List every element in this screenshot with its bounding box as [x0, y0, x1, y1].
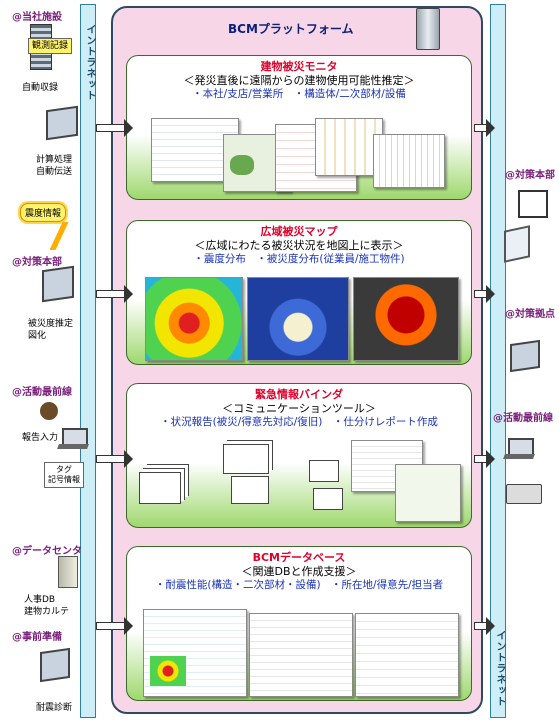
monitor-screenshot — [373, 134, 445, 188]
panel-items: ・状況報告(被災/得意先対応/復旧) ・仕分けレポート作成 — [160, 416, 438, 428]
caption-damage-estimate: 被災度推定 図化 — [28, 319, 74, 341]
person-icon — [40, 402, 58, 420]
presentation-icon — [518, 190, 548, 218]
arrow-right — [474, 450, 495, 468]
arrow-right — [474, 119, 495, 137]
intranet-bar-left — [80, 4, 96, 718]
panel-items: ・本社/支店/営業所 ・構造体/二次部材/設備 — [192, 88, 406, 100]
seismic-intensity-map — [145, 277, 243, 361]
arrow-right — [474, 617, 495, 635]
site-label-preparation: @事前準備 — [12, 632, 62, 643]
pc-icon — [40, 647, 70, 683]
panel-wide-area-map: 広域被災マップ ＜広域にわたる被災状況を地図上に表示＞ ・震度分布 ・被災度分布… — [126, 220, 472, 365]
site-label-hq: @対策本部 — [12, 257, 62, 268]
panel-subtitle: ＜広域にわたる被災状況を地図上に表示＞ — [194, 239, 404, 252]
platform-title: BCMプラットフォーム — [228, 22, 354, 36]
pc-icon — [46, 105, 78, 141]
panel-title: 広域被災マップ — [260, 225, 338, 238]
arrow-right — [96, 450, 133, 468]
database-screenshot — [355, 613, 459, 697]
monitor-icon — [510, 339, 540, 373]
site-label-front: @活動最前線 — [12, 387, 72, 398]
binder-screenshot — [395, 464, 461, 522]
panel-subtitle: ＜発災直後に遠隔からの建物使用可能性推定＞ — [183, 74, 415, 87]
screen-icon — [504, 225, 530, 263]
lightning-icon — [49, 222, 69, 250]
arrow-right — [96, 285, 133, 303]
panel-emergency-binder: 緊急情報バインダ ＜コミュニケーションツール＞ ・状況報告(被災/得意先対応/復… — [126, 383, 472, 528]
arrow-right — [96, 119, 133, 137]
panel-subtitle: ＜コミュニケーションツール＞ — [222, 402, 376, 415]
right-label-hq: @対策本部 — [505, 170, 555, 181]
panel-building-monitor: 建物被災モニタ ＜発災直後に遠隔からの建物使用可能性推定＞ ・本社/支店/営業所… — [126, 55, 472, 200]
site-label-datacenter: @データセンタ — [12, 546, 82, 557]
server-tower-icon — [58, 556, 78, 588]
document-stack — [231, 476, 269, 504]
report-sheet — [309, 460, 339, 482]
panel-title: 緊急情報バインダ — [255, 388, 343, 401]
caption-seismic-diagnosis: 耐震診断 — [36, 703, 73, 713]
panel-title: 建物被災モニタ — [260, 60, 338, 73]
panel-title: BCMデータベース — [252, 551, 346, 564]
panel-subtitle: ＜関連DBと作成支援＞ — [241, 565, 357, 578]
tag-symbol-info: タグ 記号情報 — [44, 462, 84, 488]
observation-record-tag: 観測記録 — [28, 38, 73, 54]
right-label-front: @活動最前線 — [493, 413, 553, 424]
panel-bcm-database: BCMデータベース ＜関連DBと作成支援＞ ・耐震性能(構造・二次部材・設備) … — [126, 546, 472, 701]
seismic-info-burst: 震度情報 — [20, 203, 67, 222]
damage-map-red — [353, 277, 459, 361]
database-screenshot — [143, 609, 247, 697]
arrow-right — [96, 617, 133, 635]
site-label-facility: @当社施設 — [12, 12, 62, 23]
arrow-right — [474, 285, 495, 303]
caption-calc-transmit: 計算処理 自動伝送 — [36, 155, 73, 177]
server-icon — [416, 8, 440, 50]
damage-map-blue — [247, 277, 349, 361]
report-sheet — [313, 488, 343, 510]
caption-auto-record: 自動収録 — [22, 83, 59, 93]
pc-icon — [42, 265, 74, 303]
intranet-label-right: イントラネット — [494, 630, 505, 707]
intranet-label-left: イントラネット — [84, 24, 95, 101]
database-screenshot — [249, 613, 353, 697]
document-stack — [139, 472, 181, 504]
panel-items: ・震度分布 ・被災度分布(従業員/施工物件) — [193, 253, 405, 265]
monitor-screenshot — [315, 118, 383, 176]
printer-icon — [506, 484, 542, 504]
caption-hr-db: 人事DB 建物カルテ — [24, 595, 70, 617]
laptop-icon — [508, 438, 534, 456]
laptop-icon — [62, 428, 88, 446]
intranet-bar-right — [490, 4, 506, 718]
panel-items: ・耐震性能(構造・二次部材・設備) ・所在地/得意先/担当者 — [154, 579, 444, 591]
right-label-base: @対策拠点 — [505, 309, 555, 320]
caption-report-input: 報告入力 — [22, 433, 59, 443]
document-stack — [223, 444, 269, 474]
